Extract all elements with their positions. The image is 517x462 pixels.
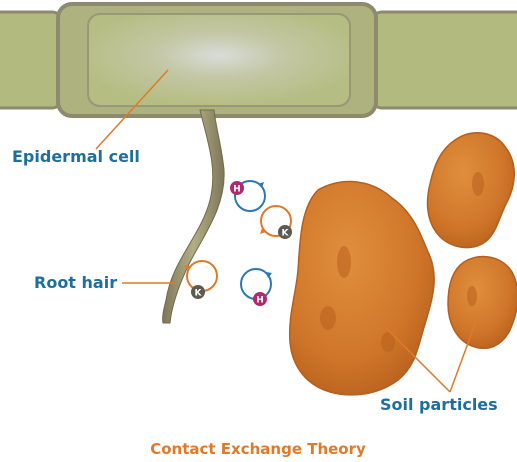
soil-particles-label: Soil particles [380,395,498,414]
soil-particle-large [290,182,434,395]
right-neighbour-cell [372,12,517,108]
cation-ion-upper-label: K [282,229,290,239]
ion-cycle-h-lower: H [241,269,272,306]
soil-particle-top-right [428,133,515,248]
left-neighbour-cell [0,12,62,108]
diagram-title: Contact Exchange Theory [150,440,366,458]
ion-cycle-k-lower: K [184,261,217,299]
ion-cycle-h-upper: H [230,181,265,211]
ion-cycle-k-upper: K [260,206,292,239]
epidermal-cell-cytoplasm [88,14,350,106]
hydrogen-ion-lower-label: H [256,296,264,306]
soil-particle-bottom-right [448,257,517,349]
hydrogen-ion-upper-label: H [233,185,241,195]
cation-ion-lower-label: K [195,289,203,299]
epidermal-cell-label: Epidermal cell [12,147,140,166]
root-hair-label: Root hair [34,273,117,292]
